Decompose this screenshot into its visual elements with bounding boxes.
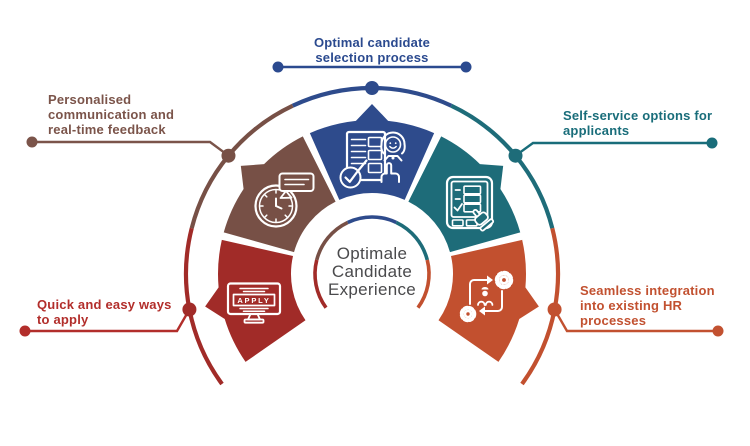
label-personalised-communication: Personalised communication and real-time… <box>48 92 174 137</box>
label-line: Personalised <box>48 92 132 107</box>
label-line: communication and <box>48 107 175 122</box>
label-line: Seamless integration <box>580 283 715 298</box>
label-quick-apply: Quick and easy ways to apply <box>37 297 172 327</box>
label-line: Quick and easy ways <box>37 297 172 312</box>
gauge-base-layer <box>19 61 724 386</box>
center-title-line: Optimale <box>336 244 408 263</box>
inner-ring-apply <box>313 259 328 309</box>
gears-process-icon <box>459 270 514 323</box>
segment-wedge-apply <box>205 239 306 362</box>
arc-dot-communication <box>221 148 236 163</box>
inner-ring-selection <box>346 215 398 225</box>
resume-candidate-check-icon <box>339 130 406 189</box>
inner-ring-communication <box>315 220 349 261</box>
label-line: selection process <box>315 50 429 65</box>
label-seamless-integration: Seamless integration into existing HR pr… <box>580 283 715 328</box>
label-self-service: Self-service options for applicants <box>563 108 712 138</box>
arc-dot-apply <box>182 302 197 317</box>
monitor-apply-icon: APPLY <box>226 282 282 324</box>
inner-ring-integration <box>416 259 431 309</box>
clock-chat-icon <box>254 172 315 228</box>
callout-line-communication <box>32 140 230 157</box>
center-title-line: Experience <box>327 280 417 299</box>
segment-wedge-selection <box>309 104 435 200</box>
segment-wedge-communication <box>223 136 336 253</box>
label-line: processes <box>580 313 647 328</box>
callout-dot-integration <box>712 325 724 337</box>
checklist-kiosk-icon <box>445 175 495 232</box>
label-line: to apply <box>37 312 89 327</box>
label-line: real-time feedback <box>48 122 166 137</box>
center-title: Optimale Candidate Experience <box>292 245 452 299</box>
arc-dot-self_service <box>508 148 523 163</box>
label-line: Self-service options for <box>563 108 713 123</box>
apply-screen-text: APPLY <box>237 296 270 305</box>
label-line: applicants <box>563 123 630 138</box>
label-line: into existing HR <box>580 298 683 313</box>
label-line: Optimal candidate <box>313 35 431 50</box>
callout-dot-selection <box>460 61 472 73</box>
callout-dot-apply <box>19 325 31 337</box>
arc-dot-selection <box>365 81 379 95</box>
callout-dot-selection <box>272 61 284 73</box>
inner-ring-self_service <box>395 220 429 261</box>
callout-line-apply <box>25 308 191 333</box>
callout-dot-self_service <box>706 137 718 149</box>
label-optimal-selection: Optimal candidate selection process <box>262 35 482 65</box>
center-title-line: Candidate <box>331 262 413 281</box>
callout-line-integration <box>553 308 718 333</box>
callout-dot-communication <box>26 136 38 148</box>
arc-dot-integration <box>547 302 562 317</box>
callout-line-self_service <box>514 141 712 157</box>
